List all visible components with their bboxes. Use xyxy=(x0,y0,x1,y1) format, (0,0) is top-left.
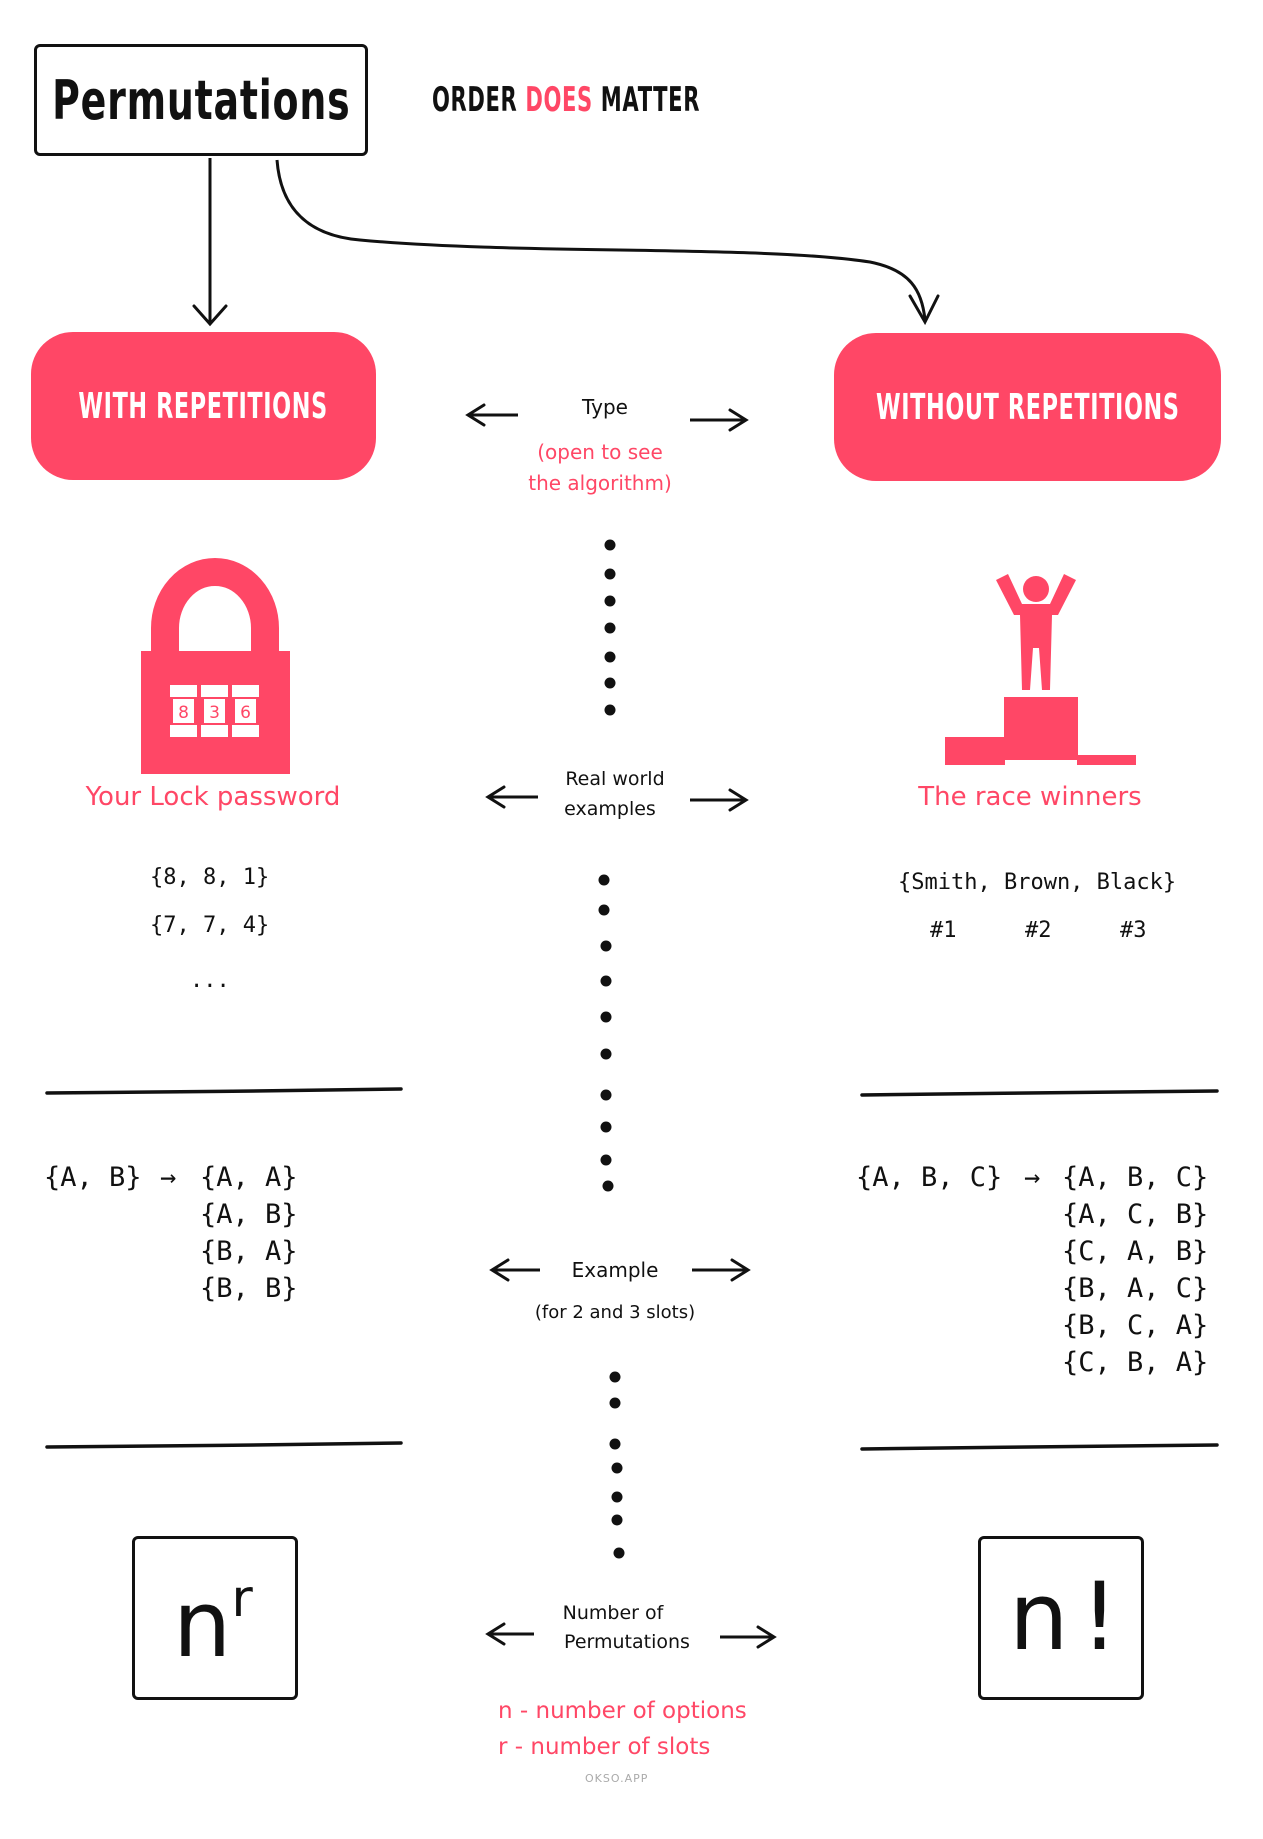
legend-n: n - number of options xyxy=(498,1698,747,1724)
row-label-real-world-1: Real world xyxy=(565,768,665,790)
padlock-icon: 8 3 6 xyxy=(141,558,290,774)
tagline: ORDER DOES MATTER xyxy=(432,80,700,120)
podium-caption: The race winners xyxy=(918,782,1142,812)
without-example-output-2: {A, C, B} xyxy=(1062,1199,1209,1230)
formula-with-box: nr xyxy=(132,1536,298,1700)
footer-brand: OKSO.APP xyxy=(585,1772,649,1785)
row-label-example: Example xyxy=(571,1258,659,1282)
lock-example-ellipsis: ... xyxy=(190,968,230,993)
without-example-output-5: {B, C, A} xyxy=(1062,1310,1209,1341)
podium-winner-icon xyxy=(945,574,1136,765)
title-box: Permutations xyxy=(34,44,368,156)
with-repetitions-label: WITH REPETITIONS xyxy=(78,385,329,427)
with-example-output-3: {B, A} xyxy=(200,1236,298,1267)
formula-with: nr xyxy=(173,1573,253,1671)
page-title: Permutations xyxy=(51,68,351,132)
row-label-count-1: Number of xyxy=(562,1602,664,1624)
without-example-output-6: {C, B, A} xyxy=(1062,1347,1209,1378)
formula-without-box: n! xyxy=(978,1536,1144,1700)
lock-digit: 8 xyxy=(178,703,189,723)
without-repetitions-button[interactable]: WITHOUT REPETITIONS xyxy=(834,333,1221,481)
tagline-highlight: DOES xyxy=(525,80,593,120)
lock-example-1: {8, 8, 1} xyxy=(150,865,270,890)
podium-rank-1: #1 xyxy=(930,918,957,943)
dotted-separator xyxy=(598,539,625,1559)
formula-without: n! xyxy=(1009,1563,1131,1672)
row-sublabel-example: (for 2 and 3 slots) xyxy=(534,1302,696,1323)
without-example-input: {A, B, C} xyxy=(856,1162,1003,1193)
podium-rank-3: #3 xyxy=(1120,918,1147,943)
with-example-output-4: {B, B} xyxy=(200,1273,298,1304)
with-example-input: {A, B} xyxy=(44,1162,142,1193)
row-label-real-world-2: examples xyxy=(564,798,656,820)
legend-r: r - number of slots xyxy=(498,1734,711,1760)
section-divider xyxy=(45,1087,1219,1451)
without-example-output-3: {C, A, B} xyxy=(1062,1236,1209,1267)
row-label-count-2: Permutations xyxy=(564,1631,690,1653)
without-repetitions-label: WITHOUT REPETITIONS xyxy=(875,386,1180,428)
row-sublabel-type-2[interactable]: the algorithm) xyxy=(528,471,672,495)
lock-caption: Your Lock password xyxy=(85,782,341,812)
with-repetitions-button[interactable]: WITH REPETITIONS xyxy=(31,332,376,480)
podium-rank-2: #2 xyxy=(1025,918,1052,943)
row-label-type: Type xyxy=(582,395,628,419)
lock-digit: 6 xyxy=(240,703,251,723)
with-example-arrow: → xyxy=(160,1162,177,1193)
without-example-output-4: {B, A, C} xyxy=(1062,1273,1209,1304)
podium-names: {Smith, Brown, Black} xyxy=(898,870,1177,895)
without-example-arrow: → xyxy=(1024,1162,1041,1193)
without-example-output-1: {A, B, C} xyxy=(1062,1162,1209,1193)
arrow-title-to-without xyxy=(275,159,927,321)
tagline-suffix: MATTER xyxy=(600,80,701,120)
row-sublabel-type-1[interactable]: (open to see xyxy=(537,440,663,464)
lock-example-2: {7, 7, 4} xyxy=(150,913,270,938)
with-example-output-2: {A, B} xyxy=(200,1199,298,1230)
formula-exponent: r xyxy=(231,1569,253,1630)
tagline-prefix: ORDER xyxy=(432,80,518,120)
with-example-output-1: {A, A} xyxy=(200,1162,298,1193)
formula-base: n xyxy=(173,1571,232,1678)
lock-digit: 3 xyxy=(209,703,220,723)
